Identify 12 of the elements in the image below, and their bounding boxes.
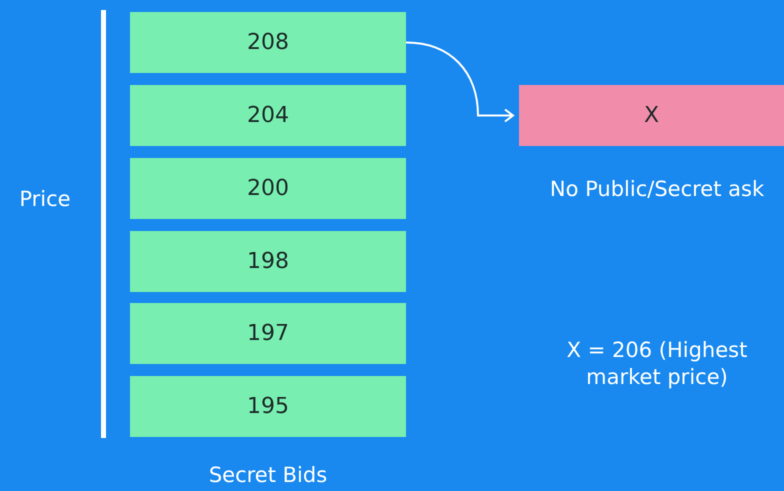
bid-box: 204 (130, 85, 406, 146)
bid-box: 208 (130, 12, 406, 73)
bid-box: 198 (130, 231, 406, 292)
note-text: X = 206 (Highest market price) (566, 337, 748, 392)
bid-box: 200 (130, 158, 406, 219)
curved-arrow (406, 42, 514, 122)
bid-box: 195 (130, 376, 406, 437)
bid-box: 197 (130, 303, 406, 364)
column-caption: Secret Bids (208, 462, 328, 489)
ask-caption: No Public/Secret ask (548, 176, 766, 203)
ask-box: X (519, 85, 784, 146)
price-label: Price (18, 186, 72, 213)
